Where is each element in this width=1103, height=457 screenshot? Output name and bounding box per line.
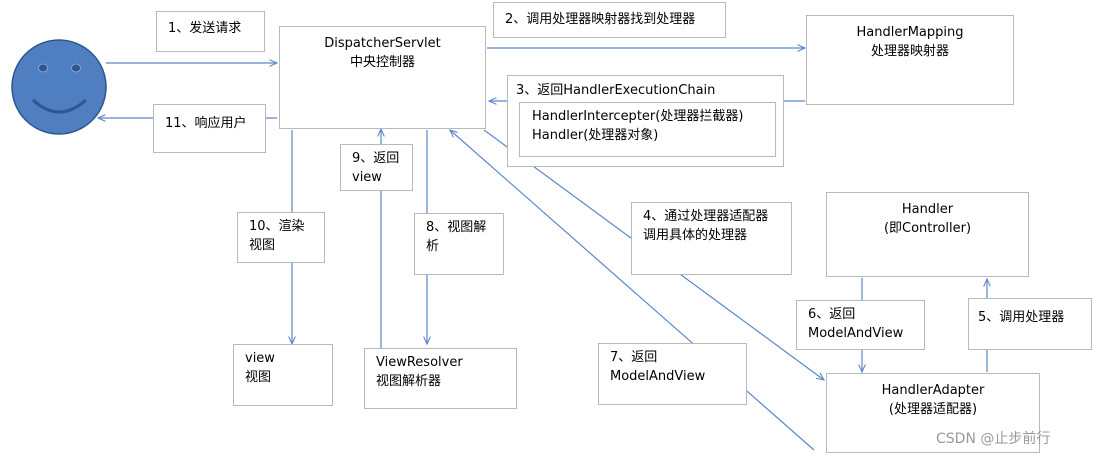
view-resolver-box: ViewResolver 视图解析器 [364, 348, 517, 409]
watermark: CSDN @止步前行 [936, 431, 1051, 447]
step-6-label: 6、返回 ModelAndView [796, 300, 925, 350]
view-resolver-name: ViewResolver [376, 355, 463, 370]
chain-item-handler: Handler(处理器对象) [532, 128, 659, 143]
dispatcher-servlet-name: DispatcherServlet [324, 36, 441, 51]
handler-adapter-name: HandlerAdapter [881, 383, 985, 398]
step-5-label: 5、调用处理器 [968, 298, 1092, 350]
smiley-face-icon [11, 39, 107, 135]
arrow-7-return-mav [450, 130, 815, 451]
dispatcher-servlet-desc: 中央控制器 [349, 55, 415, 70]
handler-mapping-name: HandlerMapping [856, 25, 964, 40]
step-3-title: 3、返回HandlerExecutionChain [516, 83, 716, 98]
view-resolver-desc: 视图解析器 [376, 374, 442, 389]
step-10-label: 10、渲染 视图 [237, 212, 325, 263]
dispatcher-servlet-box: DispatcherServlet 中央控制器 [279, 26, 486, 129]
step-8-label: 8、视图解 析 [414, 213, 504, 275]
view-desc: 视图 [245, 370, 272, 385]
step-7-label: 7、返回 ModelAndView [598, 343, 747, 405]
step-1-label: 1、发送请求 [156, 11, 265, 52]
handler-desc: (即Controller) [883, 221, 972, 236]
handler-box: Handler (即Controller) [826, 192, 1029, 277]
handler-name: Handler [901, 202, 954, 217]
step-11-label: 11、响应用户 [153, 104, 266, 153]
handler-adapter-desc: (处理器适配器) [888, 402, 978, 417]
step-9-label: 9、返回 view [340, 144, 413, 191]
chain-item-interceptor: HandlerIntercepter(处理器拦截器) [532, 109, 744, 124]
handler-mapping-box: HandlerMapping 处理器映射器 [806, 15, 1014, 105]
handler-execution-chain-box: HandlerIntercepter(处理器拦截器) Handler(处理器对象… [519, 102, 776, 157]
step-2-label: 2、调用处理器映射器找到处理器 [493, 2, 726, 38]
step-4-label: 4、通过处理器适配器 调用具体的处理器 [631, 202, 792, 275]
view-box: view 视图 [233, 344, 333, 406]
handler-adapter-box: HandlerAdapter (处理器适配器) [826, 373, 1040, 453]
view-name: view [245, 351, 275, 366]
handler-mapping-desc: 处理器映射器 [870, 44, 949, 59]
step-3-label: 3、返回HandlerExecutionChain HandlerInterce… [507, 75, 784, 167]
